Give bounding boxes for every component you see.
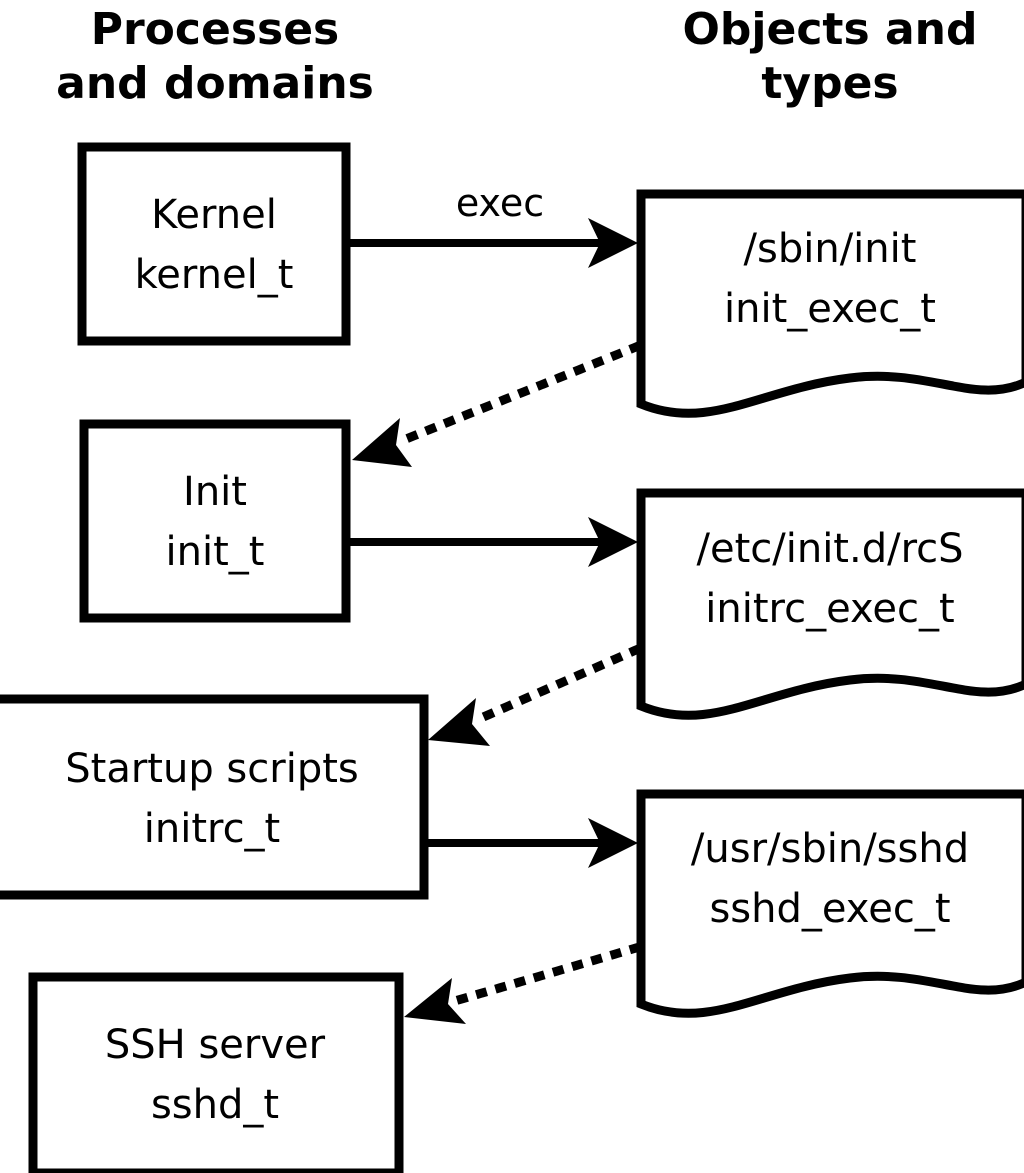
edge-initrc-exec-to-initrc-line [466,644,642,728]
object-node-sshd-exec[interactable]: /usr/sbin/sshd sshd_exec_t [636,789,1024,1018]
edge-kernel-exec-init[interactable]: exec [350,181,638,268]
edge-init-exec-to-init-arrowhead [352,418,412,467]
process-node-kernel-box [77,142,351,346]
column-header-objects: Objects and types [683,4,978,109]
edge-initrc-exec-sshd[interactable] [428,818,638,868]
object-node-init-exec-line1: /sbin/init [744,226,917,272]
object-node-sshd-exec-doc-shape [636,789,1024,1018]
edge-initrc-exec-to-initrc[interactable] [428,644,642,746]
edge-kernel-exec-init-arrowhead [588,218,638,268]
process-node-init-line2: init_t [166,529,265,575]
process-node-initrc[interactable]: Startup scripts initrc_t [0,694,429,900]
edge-sshd-exec-to-sshd-line [442,942,642,1009]
process-node-initrc-line1: Startup scripts [65,746,358,792]
process-node-sshd-line1: SSH server [105,1022,326,1068]
column-header-objects-line1: Objects and [683,4,978,55]
object-node-init-exec-line2: init_exec_t [724,286,936,332]
process-node-sshd-line2: sshd_t [151,1082,279,1128]
edge-sshd-exec-to-sshd-arrowhead [404,978,466,1024]
object-node-init-exec-doc-shape [636,189,1024,418]
edge-sshd-exec-to-sshd[interactable] [404,942,642,1024]
process-node-init[interactable]: Init init_t [79,419,351,623]
process-node-initrc-box [0,694,429,900]
edge-init-exec-to-init[interactable] [352,341,642,467]
edge-init-exec-initrc-arrowhead [588,517,638,567]
object-node-init-exec[interactable]: /sbin/init init_exec_t [636,189,1024,418]
object-node-initrc-exec[interactable]: /etc/init.d/rcS initrc_exec_t [636,488,1024,720]
process-node-sshd[interactable]: SSH server sshd_t [28,972,404,1173]
edge-initrc-exec-to-initrc-arrowhead [428,698,490,746]
object-node-initrc-exec-line2: initrc_exec_t [705,586,954,632]
process-node-kernel-line2: kernel_t [135,252,294,298]
object-node-sshd-exec-line2: sshd_exec_t [709,886,950,932]
column-header-objects-line2: types [761,58,898,109]
process-node-init-box [79,419,351,623]
object-node-initrc-exec-line1: /etc/init.d/rcS [696,526,963,572]
edge-init-exec-initrc[interactable] [350,517,638,567]
column-header-processes-line1: Processes [91,4,340,55]
process-node-kernel[interactable]: Kernel kernel_t [77,142,351,346]
column-header-processes: Processes and domains [56,4,374,109]
process-node-kernel-line1: Kernel [151,192,277,238]
process-node-sshd-box [28,972,404,1173]
object-node-initrc-exec-doc-shape [636,488,1024,720]
edge-init-exec-to-init-line [390,341,642,449]
edge-label-exec: exec [456,181,544,225]
column-header-processes-line2: and domains [56,58,374,109]
edge-initrc-exec-sshd-arrowhead [588,818,638,868]
process-node-init-line1: Init [183,469,247,515]
object-node-sshd-exec-line1: /usr/sbin/sshd [691,826,969,872]
process-node-initrc-line2: initrc_t [144,806,281,852]
